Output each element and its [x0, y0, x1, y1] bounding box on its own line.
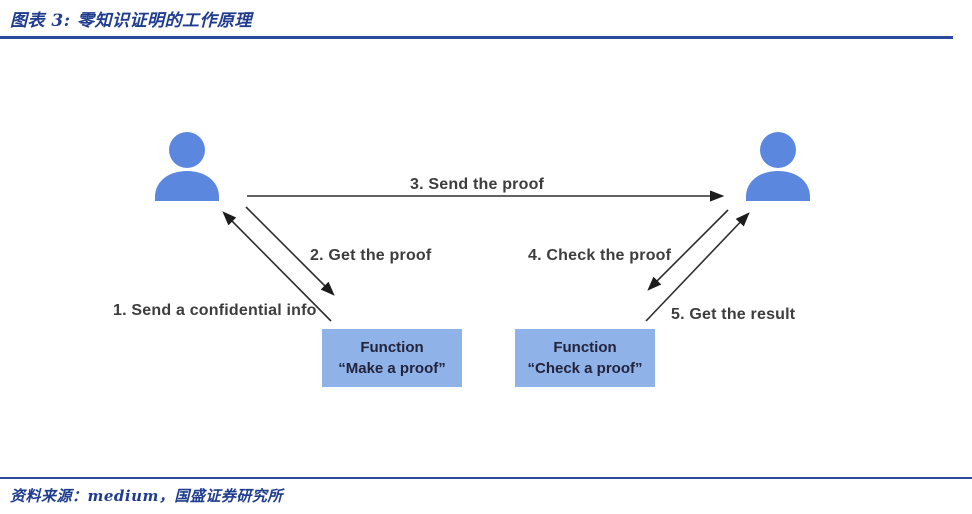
source-note: 资料来源：medium，国盛证券研究所 [10, 487, 283, 505]
arrow-line-5 [645, 212, 750, 322]
arrow-label-3: 3. Send the proof [410, 176, 545, 193]
function-box-check-proof-line2: “Check a proof” [527, 360, 643, 377]
arrow-line-4 [647, 209, 729, 291]
arrow-label-4: 4. Check the proof [528, 247, 672, 264]
function-box-make-proof: Function “Make a proof” [322, 329, 462, 387]
prover-person-icon [155, 132, 219, 201]
arrow-line-2 [222, 211, 332, 322]
bottom-rule [0, 477, 972, 479]
verifier-person-icon [746, 132, 810, 201]
arrow-label-5: 5. Get the result [671, 306, 796, 323]
function-box-check-proof-line1: Function [553, 339, 617, 356]
function-box-make-proof-line1: Function [360, 339, 424, 356]
function-box-check-proof: Function “Check a proof” [515, 329, 655, 387]
arrow-line-1 [245, 206, 335, 296]
function-box-make-proof-line2: “Make a proof” [338, 360, 446, 377]
figure-title: 图表 3: 零知识证明的工作原理 [10, 11, 252, 31]
arrow-label-2: 2. Get the proof [310, 247, 432, 264]
top-rule [0, 36, 953, 39]
arrow-label-1: 1. Send a confidential info [113, 302, 317, 319]
